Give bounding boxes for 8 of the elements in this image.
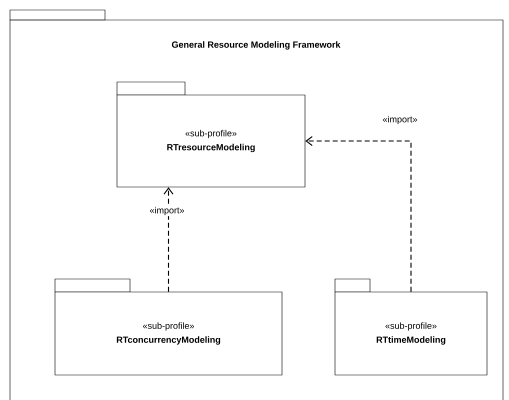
node-label: General Resource Modeling Framework (172, 41, 340, 50)
edge-label: «import» (148, 206, 186, 216)
edge-label: «import» (382, 114, 418, 126)
dependency-arrow (305, 136, 412, 292)
package-box: «sub-profile» RTconcurrencyModeling (54, 278, 282, 376)
package-box: «sub-profile» RTresourceModeling (116, 82, 306, 188)
dependency-arrow (164, 187, 174, 292)
package-box: «sub-profile» RTtimeModeling (334, 278, 488, 376)
